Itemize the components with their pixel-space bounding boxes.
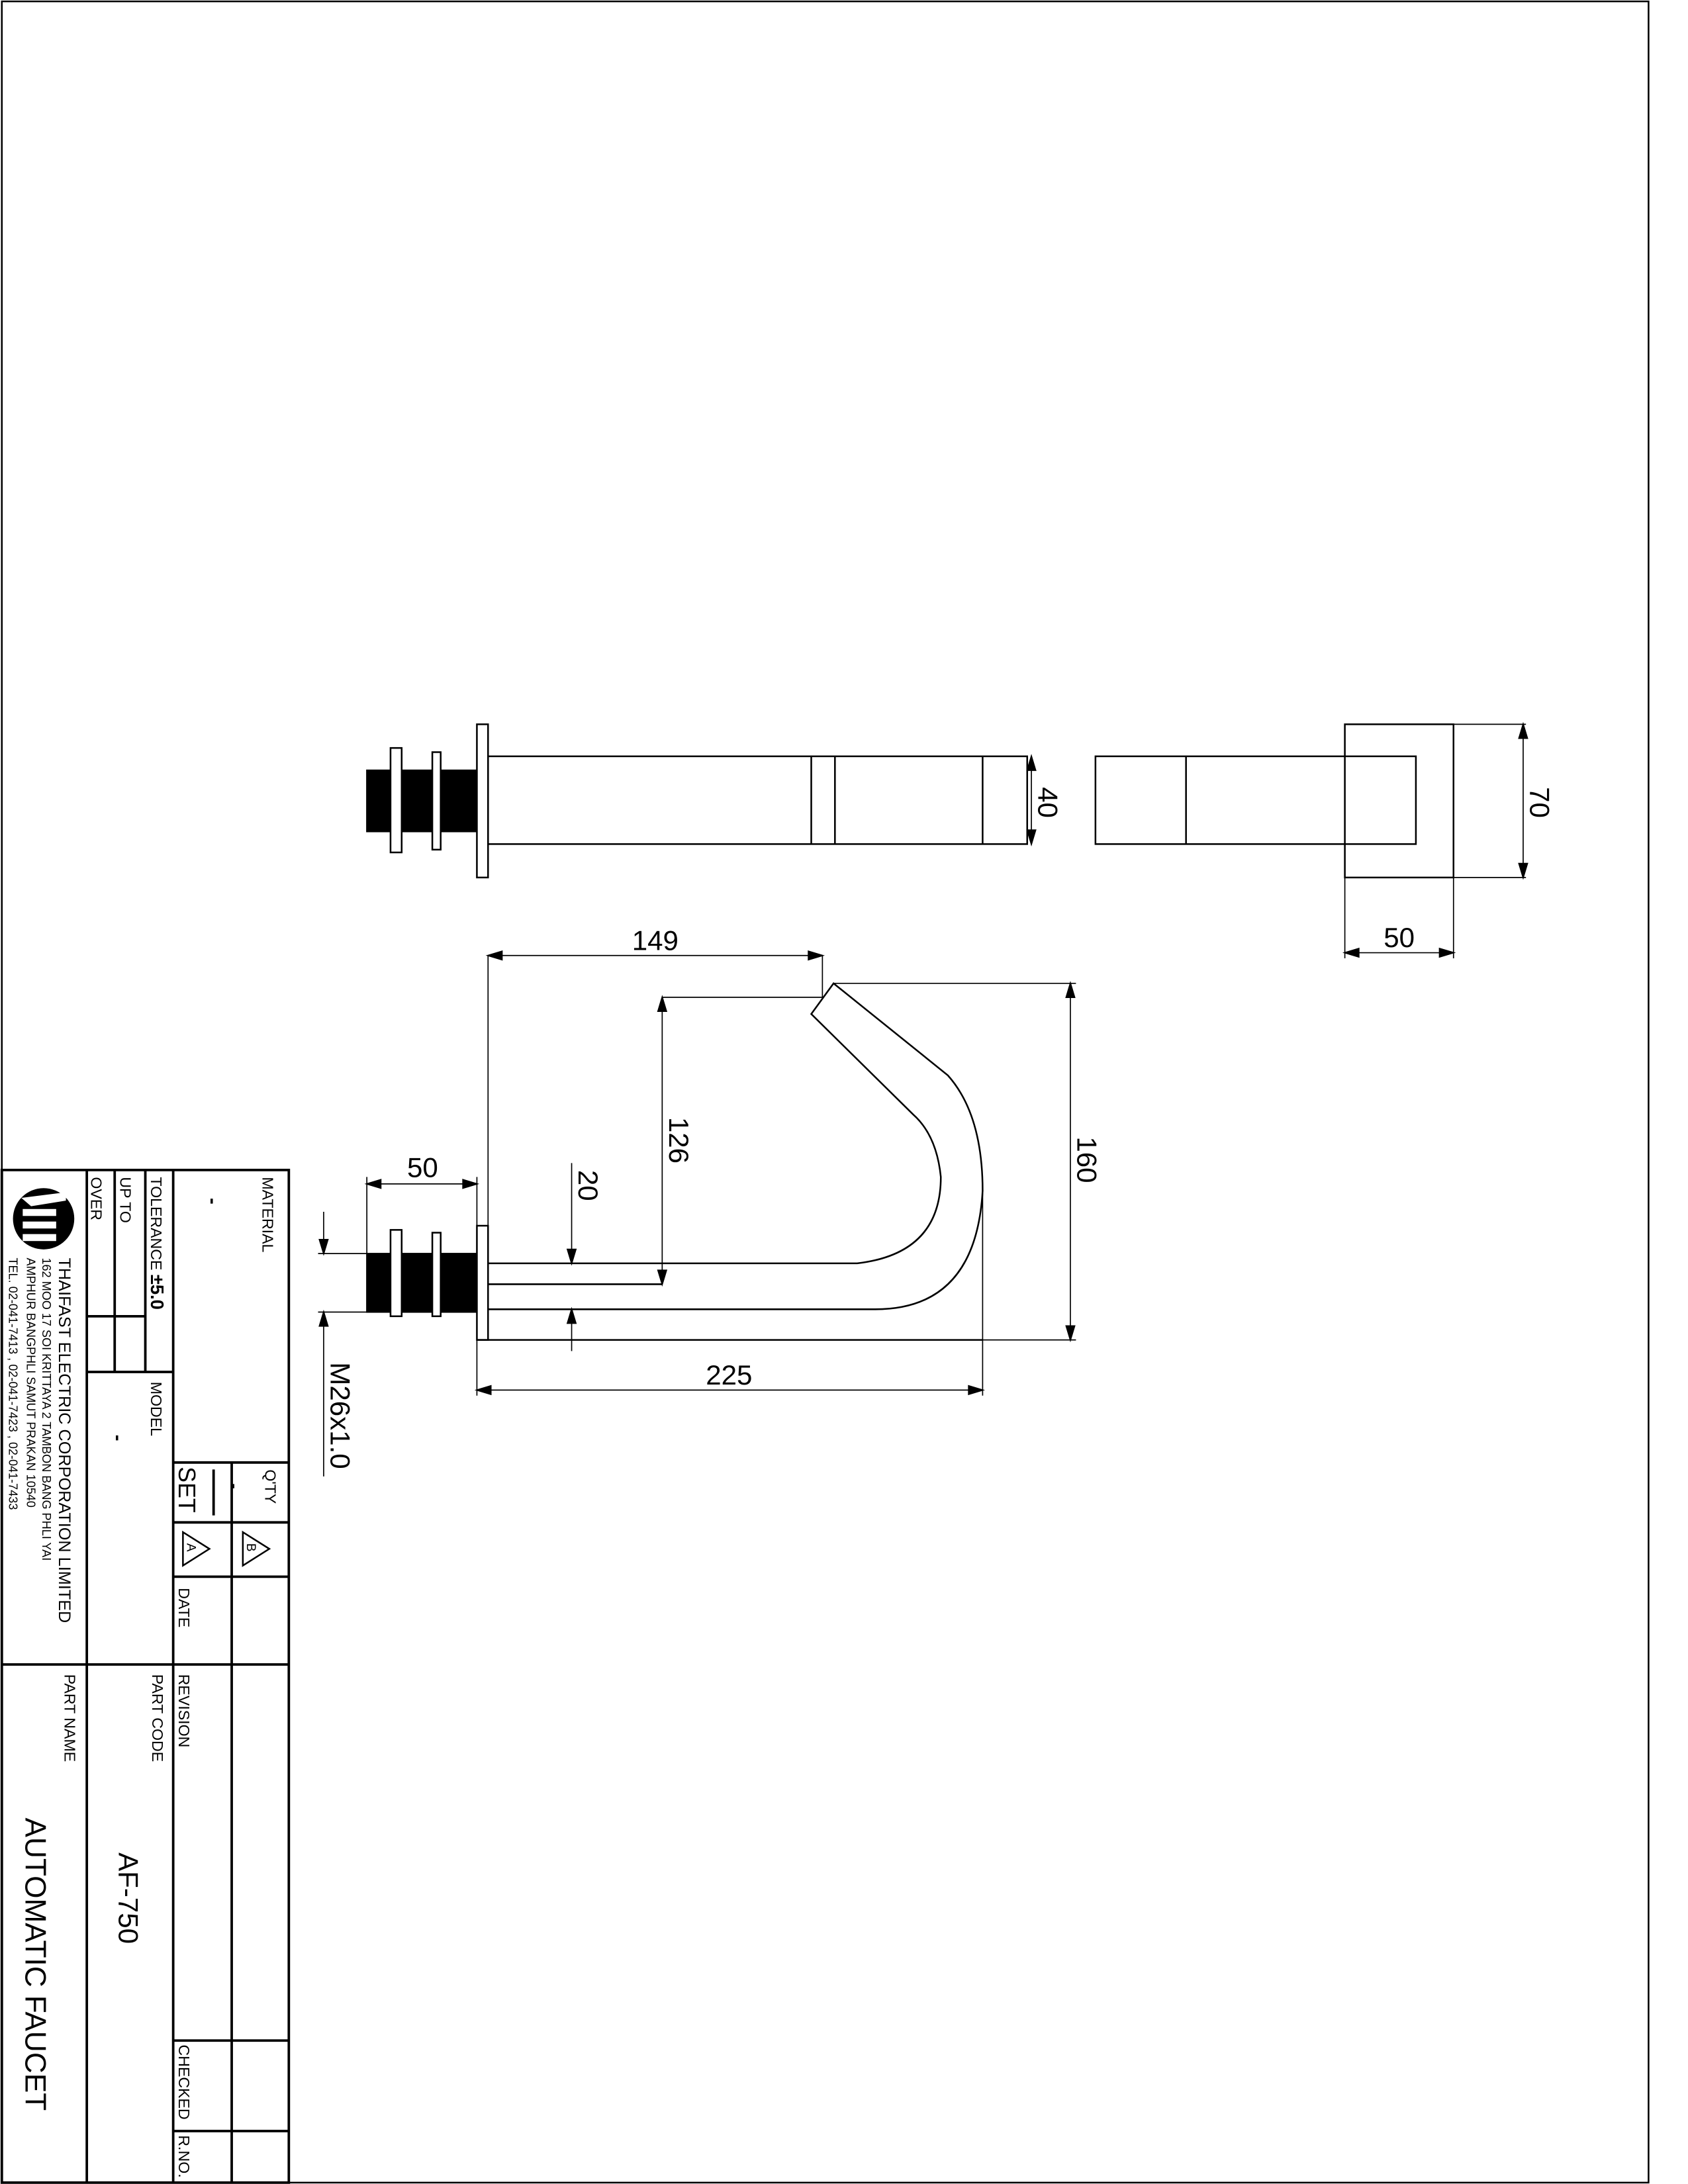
model-label: MODEL <box>148 1382 165 1436</box>
material-value: - <box>202 1198 224 1205</box>
over-label: OVER <box>87 1177 105 1220</box>
top-view: 40 <box>366 723 1064 879</box>
revision-mark-a: A <box>184 1543 198 1552</box>
dim-126: 126 <box>663 1117 694 1163</box>
rno-label: R.NO. <box>175 2135 193 2177</box>
revision-mark-b: B <box>244 1543 258 1552</box>
thread-nut-icon <box>366 769 478 833</box>
revision-label: REVISION <box>175 1674 193 1748</box>
company-phone: TEL. 02-041-7413 , 02-041-7423 , 02-041-… <box>6 1257 19 1510</box>
tolerance-label-text: TOLERANCE <box>148 1177 165 1270</box>
washer-icon <box>431 1232 442 1318</box>
spout-tube <box>487 755 1029 845</box>
dim-50-side: 50 <box>1383 922 1415 953</box>
washer-icon <box>389 1229 403 1318</box>
sheet-border <box>1 0 1650 2184</box>
qty-value: - <box>225 1483 244 1488</box>
dim-225: 225 <box>706 1359 752 1390</box>
dim-160: 160 <box>1072 1136 1103 1183</box>
thread-nut-icon <box>366 1253 478 1313</box>
checked-label: CHECKED <box>175 2045 193 2120</box>
company-address-line2: AMPHUR BANGPHLI SAMUT PRAKAN 10540 <box>24 1257 38 1507</box>
thread-spec: M26x1.0 <box>324 1362 355 1469</box>
washer-icon <box>389 747 403 854</box>
part-code-label: PART CODE <box>149 1674 166 1762</box>
dim-20: 20 <box>573 1170 604 1201</box>
date-label: DATE <box>175 1588 193 1627</box>
side-view: 70 50 <box>1094 721 1556 958</box>
qty-unit: SET <box>173 1467 200 1513</box>
company-name: THAIFAST ELECTRIC CORPORATION LIMITED <box>55 1257 73 1623</box>
part-code-value: AF-750 <box>113 1852 144 1944</box>
title-block: MATERIAL - TOLERANCE ±5.0 UP TO OVER MOD… <box>0 1168 291 2184</box>
model-value: - <box>107 1435 129 1441</box>
dim-70: 70 <box>1524 787 1556 818</box>
company-logo-icon <box>13 1188 75 1250</box>
dim-50-thread: 50 <box>407 1152 438 1183</box>
front-view: 50 M26x1.0 149 126 20 160 <box>318 925 1103 1477</box>
dim-149: 149 <box>632 925 679 956</box>
up-to-label: UP TO <box>117 1177 134 1222</box>
revision-a-triangle-icon: A <box>182 1530 211 1567</box>
revision-b-triangle-icon: B <box>242 1530 271 1567</box>
dim-40: 40 <box>1033 787 1064 818</box>
company-address-line1: 162 MOO 17 SOI KRITTAYA 2 TAMBON BANG PH… <box>40 1257 53 1561</box>
tolerance-value: ±5.0 <box>147 1275 167 1310</box>
part-name-value: AUTOMATIC FAUCET <box>19 1817 52 2111</box>
washer-icon <box>431 751 442 851</box>
flange-plate <box>476 1224 489 1341</box>
flange-plate <box>476 723 489 879</box>
qty-label: Q'TY <box>262 1469 279 1504</box>
tolerance-label: TOLERANCE ±5.0 <box>147 1177 167 1310</box>
spout-body <box>488 982 984 1310</box>
part-name-label: PART NAME <box>61 1674 78 1762</box>
material-label: MATERIAL <box>259 1177 276 1252</box>
